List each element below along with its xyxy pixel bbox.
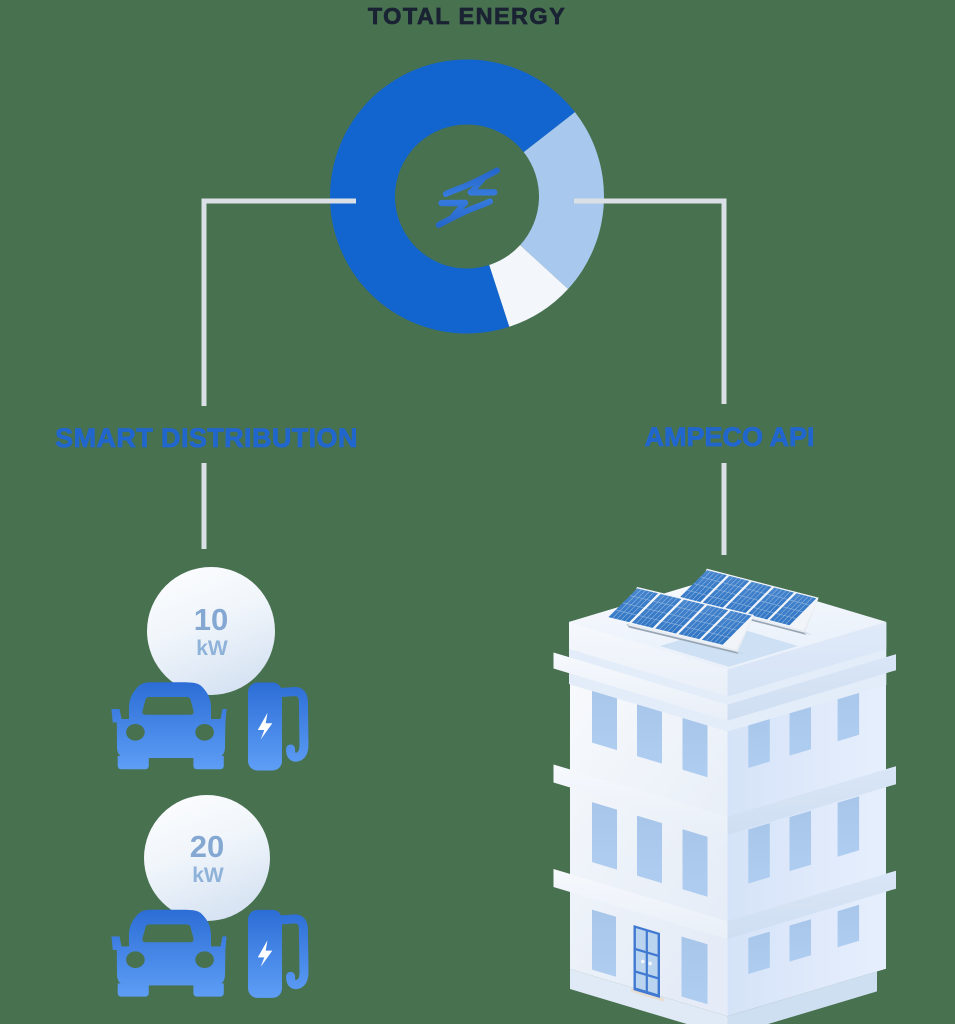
svg-text:kW: kW <box>196 637 228 660</box>
svg-text:AMPECO API: AMPECO API <box>644 422 814 452</box>
svg-text:kW: kW <box>192 864 224 887</box>
svg-text:10: 10 <box>194 602 228 637</box>
svg-text:20: 20 <box>190 829 224 864</box>
svg-text:SMART DISTRIBUTION: SMART DISTRIBUTION <box>55 423 358 453</box>
svg-text:TOTAL ENERGY: TOTAL ENERGY <box>368 3 566 29</box>
